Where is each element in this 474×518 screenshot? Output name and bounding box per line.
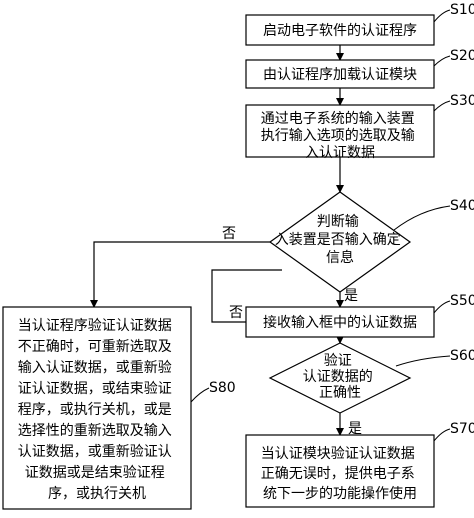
leader-s50 (433, 300, 451, 314)
step-s50-text: 接收输入框中的认证数据 (263, 314, 417, 331)
step-s70: 当认证模块验证认证数据 正确无误时，提供电子系 统下一步的功能操作使用 (245, 434, 435, 508)
step-s80-box (2, 306, 192, 510)
step-s40-label: S40 (450, 198, 474, 214)
edge-label-s60-yes: 是 (348, 421, 362, 437)
step-s20-label: S20 (450, 48, 474, 64)
step-s30: 通过电子系统的输入装置 执行输入选项的选取及输 入认证数据 (245, 104, 435, 161)
step-s70-box (245, 434, 435, 508)
leader-s60 (395, 355, 451, 367)
step-s60-label: S60 (450, 348, 474, 364)
step-s50: 接收输入框中的认证数据 (245, 306, 435, 338)
step-s60: 验证 认证数据的 正确性 (268, 342, 412, 414)
step-s50-box (245, 306, 435, 338)
step-s10: 启动电子软件的认证程序 (245, 14, 435, 46)
leader-s20 (433, 55, 451, 67)
edge-label-s40-yes: 是 (344, 288, 358, 304)
leader-s30 (433, 100, 451, 112)
step-s80: 当认证程序验证认证数据 不正确时，可重新选取及 输入认证数据，或重新验 证认证数… (2, 306, 192, 510)
step-s20: 由认证程序加载认证模块 (245, 59, 435, 89)
step-s60-diamond (268, 342, 412, 414)
step-s30-box (245, 104, 435, 158)
step-s10-label: S10 (450, 2, 474, 18)
step-s10-box (245, 14, 435, 46)
edge-s50-no-loop (211, 269, 282, 323)
step-s30-text: 通过电子系统的输入装置 执行输入选项的选取及输 入认证数据 (261, 111, 419, 161)
step-s30-label: S30 (450, 93, 474, 109)
step-s20-box (245, 59, 435, 89)
edge-label-s50-no: 否 (229, 305, 243, 321)
edge-label-s40-no: 否 (222, 226, 236, 242)
leader-s80 (190, 387, 210, 403)
edge-s40-no (90, 241, 270, 308)
step-s60-text: 验证 认证数据的 正确性 (303, 353, 377, 401)
step-s80-text: 当认证程序验证认证数据 不正确时，可重新选取及 输入认证数据，或重新验 证认证数… (18, 318, 176, 502)
step-s70-label: S70 (450, 421, 474, 437)
step-s70-text: 当认证模块验证认证数据 正确无误时，提供电子系 统下一步的功能操作使用 (261, 446, 419, 502)
leader-s10 (433, 9, 451, 23)
leader-s40 (393, 205, 451, 231)
step-s50-label: S50 (450, 293, 474, 309)
step-s80-label: S80 (209, 380, 236, 396)
step-s40-diamond (268, 191, 412, 293)
step-s20-text: 由认证程序加载认证模块 (263, 67, 417, 83)
step-s10-text: 启动电子软件的认证程序 (263, 23, 417, 39)
step-s40-text: 判断输 入装置是否输入确定 信息 (275, 214, 405, 266)
leader-s70 (433, 428, 451, 442)
step-s40: 判断输 入装置是否输入确定 信息 (268, 191, 412, 293)
